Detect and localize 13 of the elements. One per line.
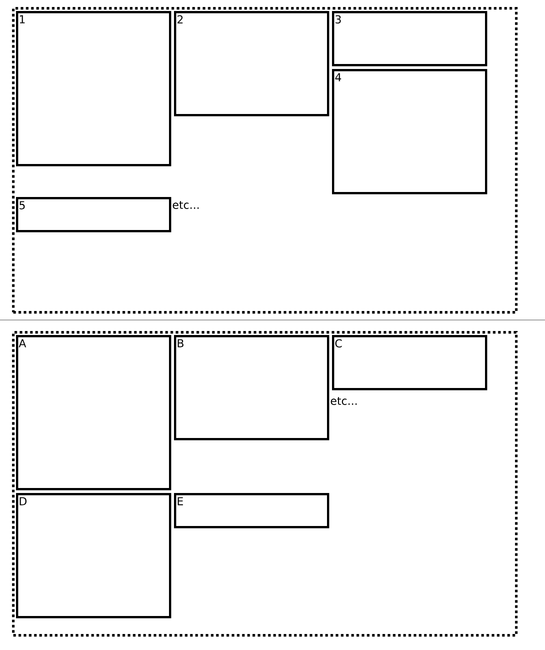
numbered-box: A xyxy=(16,335,172,490)
numbered-box: 2 xyxy=(174,11,330,116)
numbered-box: 4 xyxy=(332,69,488,194)
numbered-box: B xyxy=(174,335,330,440)
numbered-box: 3 xyxy=(332,11,488,66)
numbered-box: 5 xyxy=(16,197,172,232)
numbered-box: D xyxy=(16,493,172,618)
numbered-box: E xyxy=(174,493,330,528)
dotted-frame xyxy=(12,7,518,314)
dotted-frame xyxy=(12,331,518,637)
numbered-box: 1 xyxy=(16,11,172,166)
numbered-box: C xyxy=(332,335,488,390)
note-text: etc... xyxy=(330,397,357,405)
